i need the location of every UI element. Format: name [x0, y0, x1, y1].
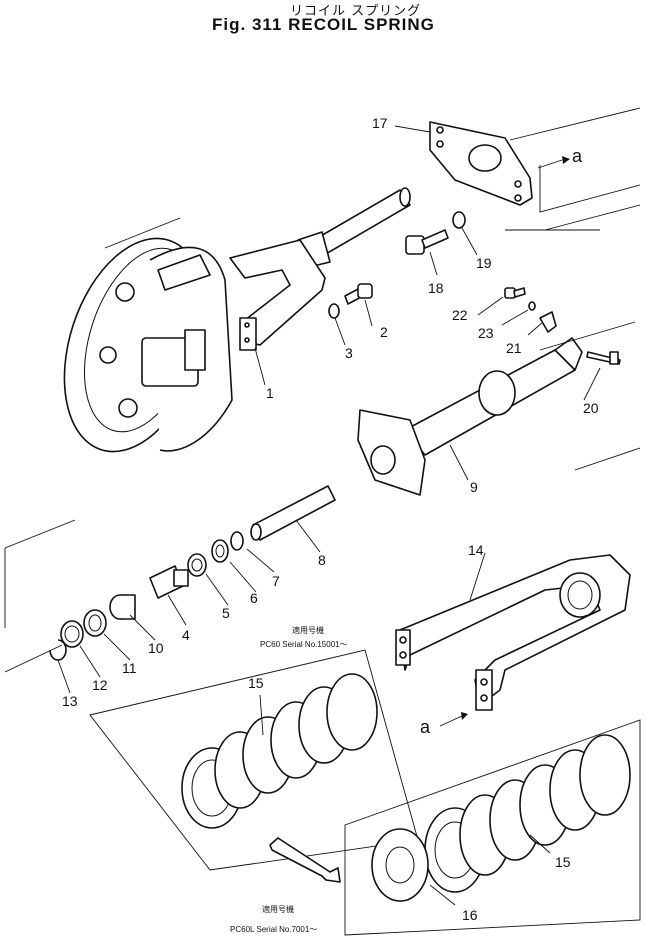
- rod-part-8: [250, 485, 336, 541]
- callout-17: 17: [372, 115, 388, 131]
- serial-note-upper: PC60 Serial No.15001～: [260, 640, 348, 649]
- bushing-part-10: [109, 594, 136, 620]
- callout-15: 15: [248, 675, 264, 691]
- bracket-line-left: [4, 519, 76, 673]
- serial-note-lower-jp: 適用号機: [262, 904, 294, 914]
- yoke-part-1: [229, 187, 411, 351]
- seal-part-11: [83, 609, 107, 637]
- plate-part-17: [429, 121, 533, 206]
- spring-part-15-lower: [344, 719, 641, 936]
- callout-22: 22: [452, 307, 468, 323]
- frame-part-14: [395, 554, 631, 711]
- valve-part-4: [149, 565, 189, 599]
- bolt-part-18: [405, 229, 449, 255]
- spring-part-15-upper: [89, 649, 419, 871]
- bracket-part-21: [539, 311, 557, 333]
- bracket-line-top-right: [505, 107, 641, 231]
- bracket-line-mid-right: [539, 321, 641, 471]
- callout-10: 10: [148, 640, 164, 656]
- callout-11: 11: [122, 660, 137, 676]
- washer-part-19: [452, 211, 466, 229]
- callout-5: 5: [222, 605, 230, 621]
- callout-18: 18: [428, 280, 444, 296]
- parts-line-6: [104, 217, 181, 249]
- idler-wheel: [63, 237, 233, 453]
- serial-note-upper-jp: 適用号機: [292, 625, 324, 635]
- arrow-label-a-upper: a: [572, 146, 583, 166]
- figure-title: Fig. 311 RECOIL SPRING: [212, 15, 435, 34]
- grease-fitting-part-20: [586, 351, 621, 365]
- callout-9: 9: [470, 479, 478, 495]
- interchange-arrow: [269, 837, 341, 883]
- callout-20: 20: [583, 400, 599, 416]
- callout-3: 3: [345, 345, 353, 361]
- callout-2: 2: [380, 324, 388, 340]
- bolt-part-2: [344, 283, 373, 305]
- callout-15-lower: 15: [555, 854, 571, 870]
- callout-4: 4: [182, 627, 190, 643]
- callout-16: 16: [462, 907, 478, 923]
- cylinder-part-9: [357, 337, 583, 496]
- callout-12: 12: [92, 677, 108, 693]
- ring-part-6: [211, 539, 229, 563]
- figure-title-japanese: リコイル スプリング: [290, 4, 422, 19]
- callout-19: 19: [476, 255, 492, 271]
- callout-6: 6: [250, 590, 258, 606]
- arrow-a-lower: [439, 712, 468, 727]
- ring-part-7: [230, 531, 244, 551]
- callout-21: 21: [506, 340, 522, 356]
- washer-part-3: [328, 303, 340, 319]
- arrow-a-upper: [537, 156, 570, 169]
- callout-13: 13: [62, 693, 78, 709]
- callout-7: 7: [272, 573, 280, 589]
- callout-8: 8: [318, 552, 326, 568]
- callout-14: 14: [468, 542, 484, 558]
- ring-part-5: [187, 553, 207, 577]
- callout-23: 23: [478, 325, 494, 341]
- bolt-part-22: [504, 287, 526, 299]
- serial-note-lower: PC60L Serial No.7001～: [230, 925, 317, 934]
- ring-part-12: [60, 620, 84, 648]
- arrow-label-a-lower: a: [420, 717, 431, 737]
- spacer-part-16: [371, 828, 429, 902]
- callout-leaders: [57, 125, 601, 906]
- washer-part-23: [528, 301, 536, 311]
- callout-1: 1: [266, 385, 274, 401]
